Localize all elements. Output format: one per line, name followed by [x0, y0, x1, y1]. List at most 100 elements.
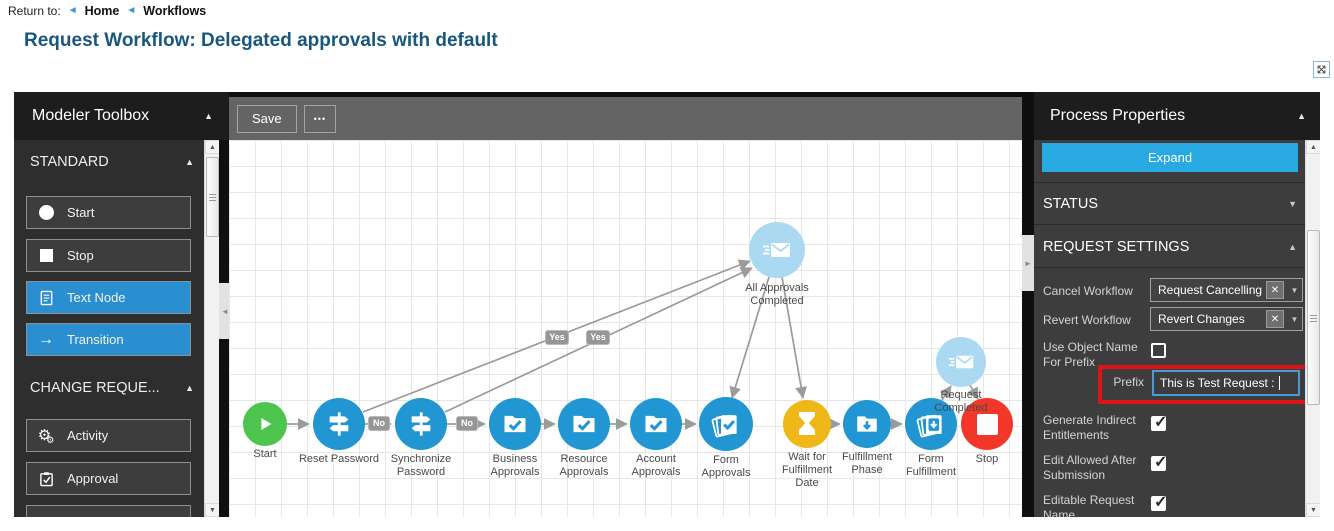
edge-badge-no[interactable]: No	[368, 416, 390, 431]
node-wait-for-fulfillment-date[interactable]	[783, 400, 831, 448]
collapse-up-icon: ▲	[1297, 111, 1306, 121]
collapse-right-panel-handle[interactable]: ►	[1022, 235, 1034, 291]
node-label: Request Completed	[934, 389, 988, 414]
collapse-up-icon: ▲	[185, 157, 194, 167]
more-options-button[interactable]: •••	[303, 104, 337, 133]
properties-scrollbar[interactable]: ▲ ▼	[1305, 140, 1320, 517]
properties-title: Process Properties	[1050, 107, 1186, 124]
editable-request-name-checkbox[interactable]	[1151, 492, 1167, 512]
canvas-column: Save •••	[229, 92, 1022, 517]
breadcrumb-workflows-link[interactable]: Workflows	[143, 4, 207, 18]
toolbox-content: STANDARD ▲ Start Stop	[14, 140, 204, 517]
prefix-input[interactable]: This is Test Request :	[1152, 370, 1300, 396]
scroll-up-icon[interactable]: ▲	[205, 140, 220, 154]
page-title: Request Workflow: Delegated approvals wi…	[24, 30, 498, 51]
revert-workflow-label: Revert Workflow	[1043, 313, 1131, 327]
forms-download-icon	[916, 414, 942, 438]
toolbox-item-approval[interactable]: Approval	[26, 462, 191, 495]
stop-square-icon	[37, 249, 55, 262]
revert-workflow-value: Revert Changes	[1158, 312, 1245, 326]
toolbox-item-text-node[interactable]: Text Node	[26, 281, 191, 314]
edge-badge-no[interactable]: No	[456, 416, 478, 431]
gears-icon: ⚙⚙	[37, 427, 55, 445]
node-form-approvals[interactable]	[699, 397, 753, 451]
toolbox-item-partial[interactable]	[26, 505, 191, 517]
collapse-up-icon: ▲	[204, 111, 213, 121]
clear-selection-icon[interactable]: ✕	[1266, 281, 1284, 299]
workflow-canvas[interactable]: Start Reset Password Synchronize Passwor…	[229, 140, 1022, 517]
fullscreen-toggle-button[interactable]	[1313, 61, 1330, 78]
collapse-left-panel-handle[interactable]: ◄	[219, 283, 231, 339]
node-resource-approvals[interactable]	[558, 398, 610, 450]
chevron-down-icon: ▼	[1288, 199, 1297, 209]
toolbox-scrollbar[interactable]: ▲ ▼	[204, 140, 220, 517]
breadcrumb-home-link[interactable]: Home	[84, 4, 120, 18]
process-properties-panel: Process Properties ▲ Expand STATUS ▼ REQ…	[1034, 92, 1320, 517]
expand-button[interactable]: Expand	[1042, 143, 1298, 172]
node-reset-password[interactable]	[313, 398, 365, 450]
prefix-value: This is Test Request :	[1160, 376, 1275, 390]
node-business-approvals[interactable]	[489, 398, 541, 450]
edge-badge-yes[interactable]: Yes	[586, 330, 610, 345]
node-label: Start	[253, 448, 277, 460]
right-panel-divider: ►	[1022, 92, 1034, 517]
node-label: Resource Approvals	[559, 453, 609, 478]
item-label: Approval	[67, 471, 119, 486]
send-email-icon	[763, 243, 790, 257]
breadcrumb-arrow-icon: ◄	[67, 5, 78, 16]
toolbox-title: Modeler Toolbox	[32, 107, 150, 124]
document-icon	[37, 290, 55, 306]
node-label: Wait for Fulfillment Date	[781, 451, 833, 489]
section-label: STATUS	[1043, 196, 1099, 212]
edge-badge-yes[interactable]: Yes	[545, 330, 569, 345]
text-cursor	[1278, 376, 1280, 390]
toolbox-item-stop[interactable]: Stop	[26, 239, 191, 272]
scrollbar-thumb[interactable]	[1307, 230, 1320, 405]
toolbox-item-transition[interactable]: → Transition	[26, 323, 191, 356]
clear-selection-icon[interactable]: ✕	[1266, 310, 1284, 328]
generate-indirect-checkbox[interactable]	[1151, 412, 1167, 432]
section-status[interactable]: STATUS ▼	[1043, 196, 1297, 212]
node-start[interactable]	[243, 402, 287, 446]
node-fulfillment-phase[interactable]	[843, 400, 891, 448]
breadcrumb: Return to: ◄ Home ◄ Workflows	[8, 4, 206, 18]
edit-allowed-checkbox[interactable]	[1151, 452, 1167, 472]
node-label: Synchronize Password	[390, 453, 452, 478]
properties-header[interactable]: Process Properties ▲	[1034, 92, 1320, 140]
scroll-up-icon[interactable]: ▲	[1306, 140, 1320, 154]
send-email-icon	[948, 355, 973, 369]
node-request-completed[interactable]	[936, 337, 986, 387]
toolbox-item-activity[interactable]: ⚙⚙ Activity	[26, 419, 191, 452]
toolbox-item-start[interactable]: Start	[26, 196, 191, 229]
cancel-workflow-value: Request Cancelling	[1158, 283, 1263, 297]
scrollbar-thumb[interactable]	[206, 157, 219, 237]
node-form-fulfillment[interactable]	[905, 398, 957, 450]
node-synchronize-password[interactable]	[395, 398, 447, 450]
scroll-down-icon[interactable]: ▼	[1306, 503, 1320, 517]
scroll-down-icon[interactable]: ▼	[205, 503, 220, 517]
revert-workflow-select[interactable]: Revert Changes ✕ ▼	[1150, 307, 1303, 331]
node-label: Form Fulfillment	[905, 453, 957, 478]
modeler-toolbox-panel: Modeler Toolbox ▲ STANDARD ▲ Start Stop	[14, 92, 231, 517]
save-button[interactable]: Save	[237, 104, 297, 133]
play-icon	[261, 418, 272, 430]
node-all-approvals-completed[interactable]	[749, 222, 805, 278]
node-account-approvals[interactable]	[630, 398, 682, 450]
clipboard-check-icon	[37, 471, 55, 487]
folder-check-icon	[504, 415, 526, 433]
use-object-name-checkbox[interactable]	[1151, 343, 1166, 358]
toolbox-header[interactable]: Modeler Toolbox ▲	[14, 92, 229, 140]
node-stop[interactable]	[961, 398, 1013, 450]
section-request-settings[interactable]: REQUEST SETTINGS ▲	[1043, 239, 1297, 255]
cancel-workflow-select[interactable]: Request Cancelling ✕ ▼	[1150, 278, 1303, 302]
toolbox-section-change-request[interactable]: CHANGE REQUE... ▲	[30, 380, 194, 396]
start-circle-icon	[37, 205, 55, 220]
node-label: Fulfillment Phase	[841, 451, 893, 476]
stop-square-icon	[976, 413, 998, 435]
cancel-workflow-label: Cancel Workflow	[1043, 284, 1133, 298]
toolbox-section-standard[interactable]: STANDARD ▲	[30, 154, 194, 170]
node-label: Stop	[975, 453, 999, 465]
chevron-down-icon: ▼	[1290, 285, 1299, 295]
toolbox-body: STANDARD ▲ Start Stop	[14, 140, 231, 517]
canvas-top-edge	[229, 92, 1022, 97]
